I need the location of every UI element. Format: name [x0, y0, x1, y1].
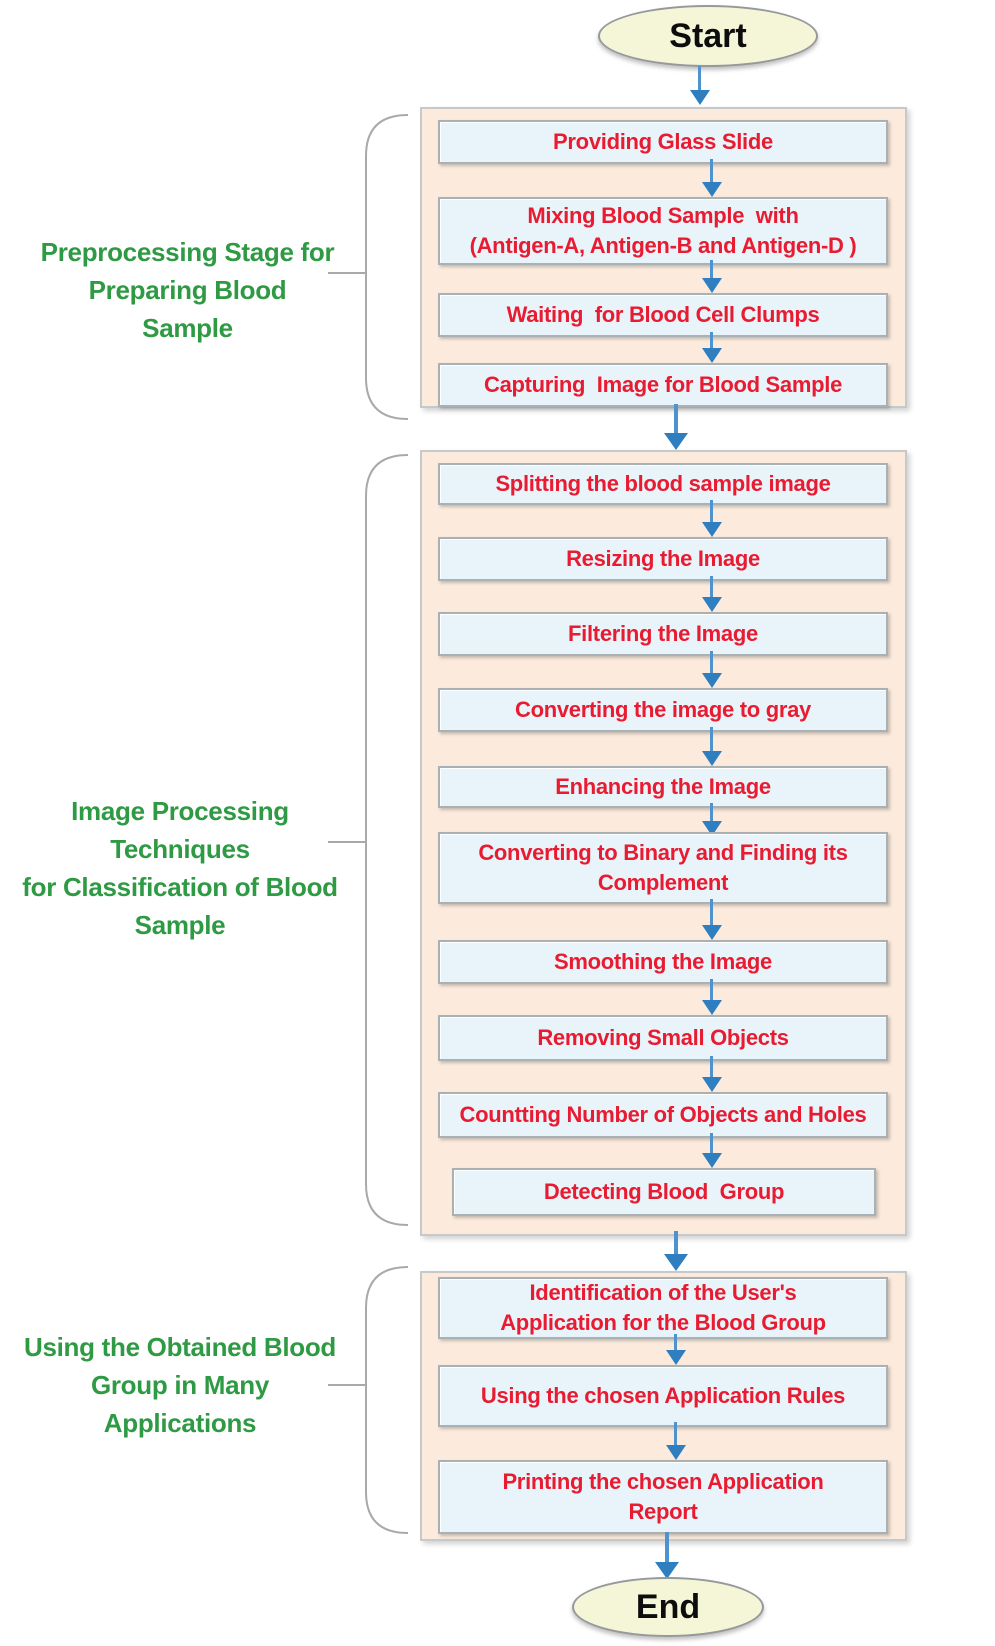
flow-arrow	[665, 1422, 686, 1460]
start-terminal: Start	[598, 5, 818, 67]
flow-step: Converting to Binary and Finding its Com…	[438, 832, 888, 904]
flow-arrow	[701, 332, 722, 363]
flow-arrow	[701, 651, 722, 688]
connector-arrow	[664, 404, 688, 450]
flow-step: Providing Glass Slide	[438, 120, 888, 164]
flow-arrow	[689, 66, 710, 105]
flow-arrow	[701, 803, 722, 836]
flow-step: Waiting for Blood Cell Clumps	[438, 293, 888, 337]
flow-step: Filtering the Image	[438, 612, 888, 656]
group-brace	[328, 114, 409, 420]
flow-arrow	[701, 727, 722, 766]
flow-step: Enhancing the Image	[438, 766, 888, 808]
flow-step: Splitting the blood sample image	[438, 463, 888, 505]
flow-arrow	[701, 979, 722, 1015]
stage-label-image-processing: Image Processing Techniques for Classifi…	[22, 796, 338, 940]
flow-arrow	[701, 500, 722, 537]
flow-step: Identification of the User's Application…	[438, 1277, 888, 1339]
flow-step: Using the chosen Application Rules	[438, 1365, 888, 1427]
flow-arrow	[665, 1334, 686, 1365]
flow-step: Printing the chosen Application Report	[438, 1460, 888, 1534]
flow-step: Smoothing the Image	[438, 940, 888, 984]
flow-step: Resizing the Image	[438, 537, 888, 581]
flow-step: Mixing Blood Sample with (Antigen-A, Ant…	[438, 197, 888, 265]
stage-label-preprocessing: Preprocessing Stage for Preparing Blood …	[40, 237, 335, 343]
flow-arrow	[701, 159, 722, 197]
group-brace	[328, 1266, 409, 1534]
flow-step: Converting the image to gray	[438, 688, 888, 732]
group-brace	[328, 454, 409, 1226]
connector-arrow	[664, 1231, 688, 1271]
flow-arrow	[701, 899, 722, 940]
flow-arrow	[701, 576, 722, 612]
flow-step: Countting Number of Objects and Holes	[438, 1092, 888, 1138]
flow-arrow	[701, 1056, 722, 1092]
flow-step: Detecting Blood Group	[452, 1168, 876, 1216]
flow-step: Removing Small Objects	[438, 1015, 888, 1061]
connector-arrow	[655, 1532, 679, 1579]
flow-arrow	[701, 1133, 722, 1168]
stage-label-applications: Using the Obtained Blood Group in Many A…	[23, 1332, 336, 1438]
flow-arrow	[701, 260, 722, 293]
flow-step: Capturing Image for Blood Sample	[438, 363, 888, 407]
end-terminal: End	[572, 1577, 764, 1637]
